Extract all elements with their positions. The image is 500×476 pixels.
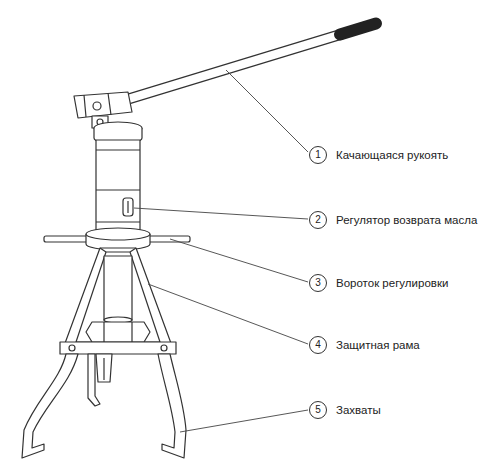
part-name: Регулятор возврата масла xyxy=(336,213,477,227)
part-name: Защитная рама xyxy=(336,338,420,352)
part-name: Вороток регулировки xyxy=(336,276,448,290)
part-name: Качающаяся рукоять xyxy=(336,148,448,162)
leader-lines xyxy=(134,70,308,432)
callout-number: 3 xyxy=(309,274,327,292)
callout-number: 1 xyxy=(309,146,327,164)
callout-number: 2 xyxy=(309,211,327,229)
part-name: Захваты xyxy=(336,403,381,417)
callout-number: 4 xyxy=(309,336,327,354)
callout-number: 5 xyxy=(309,401,327,419)
